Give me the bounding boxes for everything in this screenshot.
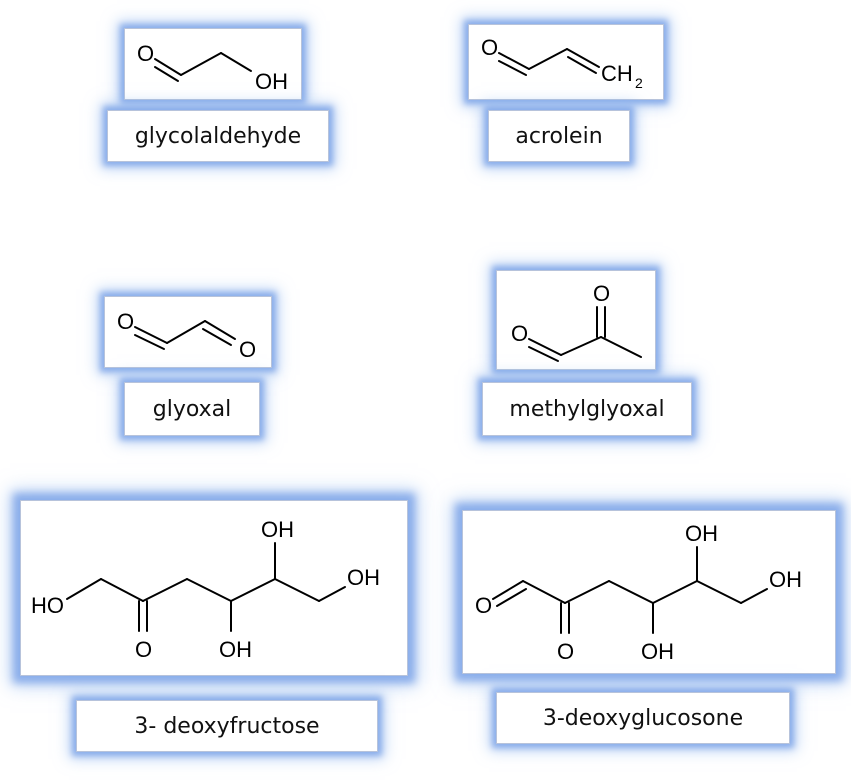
- glyoxal-structure: O O: [117, 309, 256, 362]
- atom-label: O: [475, 593, 492, 618]
- atom-label: OH: [769, 567, 802, 592]
- acrolein-structure: O CH 2: [481, 35, 643, 91]
- acrolein-label: acrolein: [488, 110, 630, 162]
- bond: [180, 52, 222, 76]
- deoxyfructose-structure: HO O OH OH OH: [31, 517, 380, 662]
- bond: [154, 66, 179, 82]
- bond: [608, 580, 654, 604]
- bond: [230, 578, 276, 602]
- atom-label: OH: [641, 639, 674, 664]
- bond: [204, 320, 236, 340]
- glycolaldehyde-structure: O OH: [137, 41, 288, 94]
- bond: [134, 326, 168, 344]
- bond: [522, 580, 566, 604]
- atom-label: OH: [261, 517, 294, 542]
- atom-label: O: [117, 309, 134, 334]
- atom-label: O: [137, 41, 154, 66]
- atom-label: O: [557, 639, 574, 664]
- bond: [66, 578, 102, 600]
- bond: [652, 580, 698, 604]
- methylglyoxal-label: methylglyoxal: [482, 382, 692, 436]
- bond: [492, 580, 524, 600]
- glycolaldehyde-label: glycolaldehyde: [107, 110, 329, 162]
- acrolein-structure-box: O CH 2: [468, 24, 664, 100]
- atom-label: O: [239, 337, 256, 362]
- methylglyoxal-structure: O O: [511, 281, 642, 362]
- deoxyglucosone-structure-box: O O OH OH OH: [462, 510, 836, 674]
- bond: [528, 48, 568, 70]
- atom-label: HO: [31, 593, 64, 618]
- glyoxal-structure-box: O O: [104, 296, 272, 368]
- atom-label: OH: [685, 521, 718, 546]
- bond: [740, 588, 768, 604]
- atom-label: OH: [347, 565, 380, 590]
- bond: [202, 328, 232, 346]
- bond: [186, 578, 232, 602]
- bond: [274, 578, 320, 602]
- bond: [560, 336, 602, 356]
- bond: [134, 334, 165, 350]
- bond: [528, 346, 559, 362]
- bond: [154, 58, 182, 76]
- bond: [318, 586, 346, 602]
- bond: [498, 52, 530, 70]
- bond: [696, 580, 742, 604]
- bond: [142, 578, 188, 602]
- deoxyfructose-label: 3- deoxyfructose: [76, 700, 378, 752]
- bond: [496, 588, 527, 607]
- atom-label: O: [511, 321, 528, 346]
- atom-label: O: [481, 35, 498, 60]
- atom-label: O: [135, 637, 152, 662]
- bond: [100, 578, 144, 602]
- deoxyglucosone-label: 3-deoxyglucosone: [496, 692, 790, 744]
- bond: [528, 338, 562, 356]
- bond: [166, 320, 206, 344]
- bond: [498, 60, 527, 76]
- bond: [567, 56, 597, 74]
- methylglyoxal-structure-box: O O: [496, 270, 656, 370]
- deoxyglucosone-structure: O O OH OH OH: [475, 521, 802, 664]
- atom-label: O: [593, 281, 610, 306]
- bond: [220, 52, 252, 72]
- atom-label: OH: [255, 69, 288, 94]
- atom-label: CH: [601, 61, 633, 86]
- bond: [566, 48, 600, 68]
- bond: [564, 580, 610, 604]
- subscript: 2: [635, 75, 643, 91]
- bond: [600, 336, 642, 358]
- glyoxal-label: glyoxal: [124, 382, 260, 436]
- deoxyfructose-structure-box: HO O OH OH OH: [20, 500, 408, 676]
- glycolaldehyde-structure-box: O OH: [124, 28, 302, 100]
- atom-label: OH: [219, 637, 252, 662]
